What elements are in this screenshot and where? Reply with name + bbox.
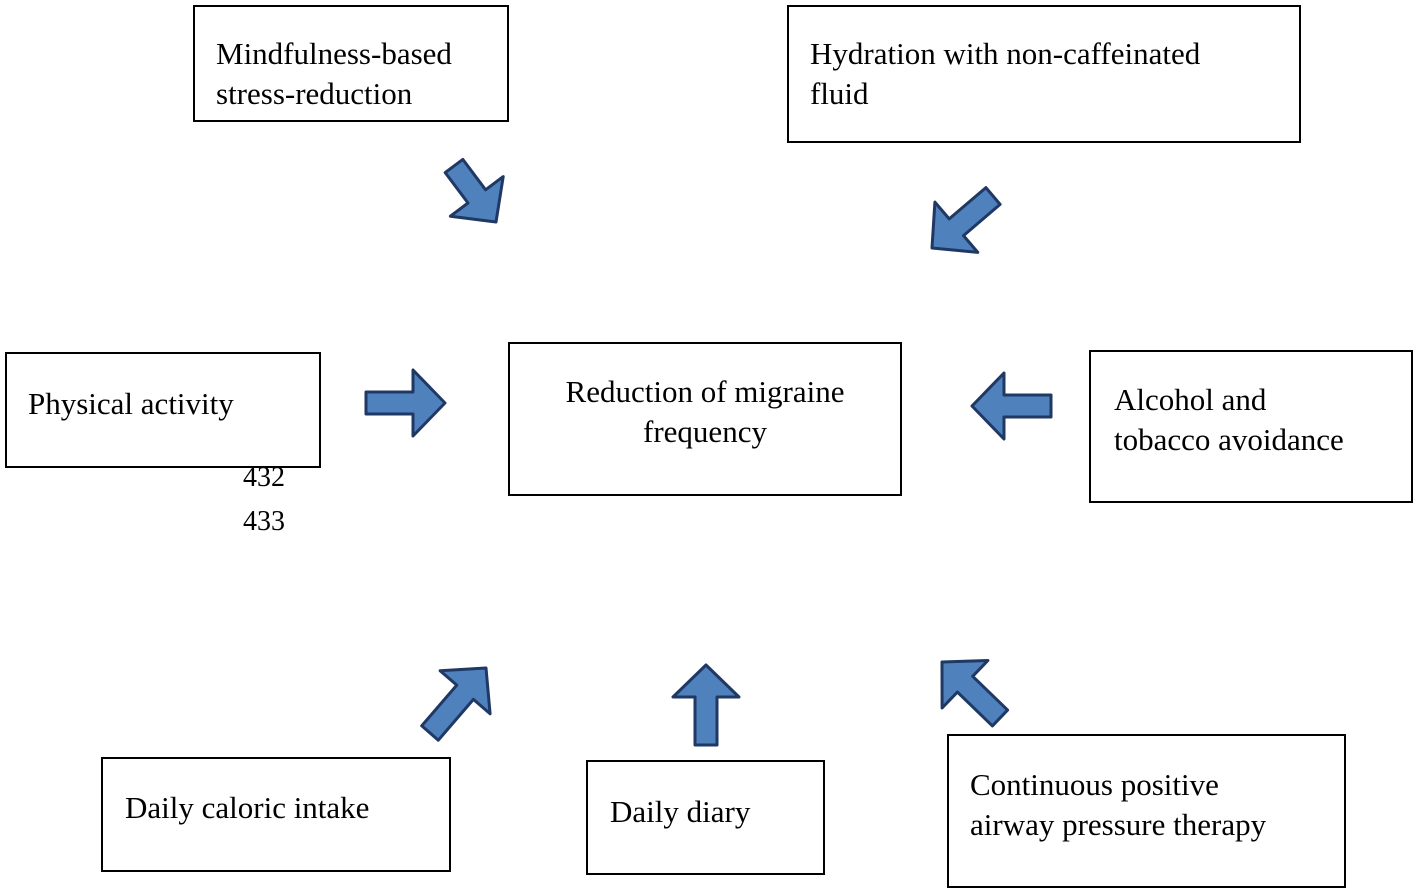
node-mindfulness-box: Mindfulness-based stress-reduction: [193, 5, 509, 122]
node-alcohol-box: Alcohol and tobacco avoidance: [1089, 350, 1413, 503]
arrow-alcohol-icon: [970, 371, 1053, 441]
node-caloric-label: Daily caloric intake: [125, 790, 370, 825]
arrow-caloric-icon: [420, 666, 492, 742]
arrow-hydration-icon: [930, 186, 1002, 254]
arrow-diary-icon: [671, 663, 741, 747]
node-alcohol-label: Alcohol and tobacco avoidance: [1114, 382, 1344, 457]
center-box: Reduction of migraine frequency: [508, 342, 902, 496]
node-physical-box: Physical activity: [5, 352, 321, 468]
node-cpap-box: Continuous positive airway pressure ther…: [947, 734, 1346, 888]
node-caloric-box: Daily caloric intake: [101, 757, 451, 872]
node-hydration-label: Hydration with non-caffeinated fluid: [810, 36, 1201, 111]
stray-number-432: 432: [243, 462, 285, 493]
node-hydration-box: Hydration with non-caffeinated fluid: [787, 5, 1301, 143]
node-diary-label: Daily diary: [610, 794, 751, 829]
arrow-cpap-icon: [940, 659, 1010, 728]
center-label: Reduction of migraine frequency: [565, 374, 845, 449]
node-cpap-label: Continuous positive airway pressure ther…: [970, 767, 1267, 842]
stray-number-433: 433: [243, 506, 285, 537]
node-physical-label: Physical activity: [28, 386, 234, 421]
arrow-mindfulness-icon: [443, 157, 505, 224]
node-diary-box: Daily diary: [586, 760, 825, 875]
arrow-physical-icon: [364, 368, 447, 438]
node-mindfulness-label: Mindfulness-based stress-reduction: [216, 36, 452, 111]
